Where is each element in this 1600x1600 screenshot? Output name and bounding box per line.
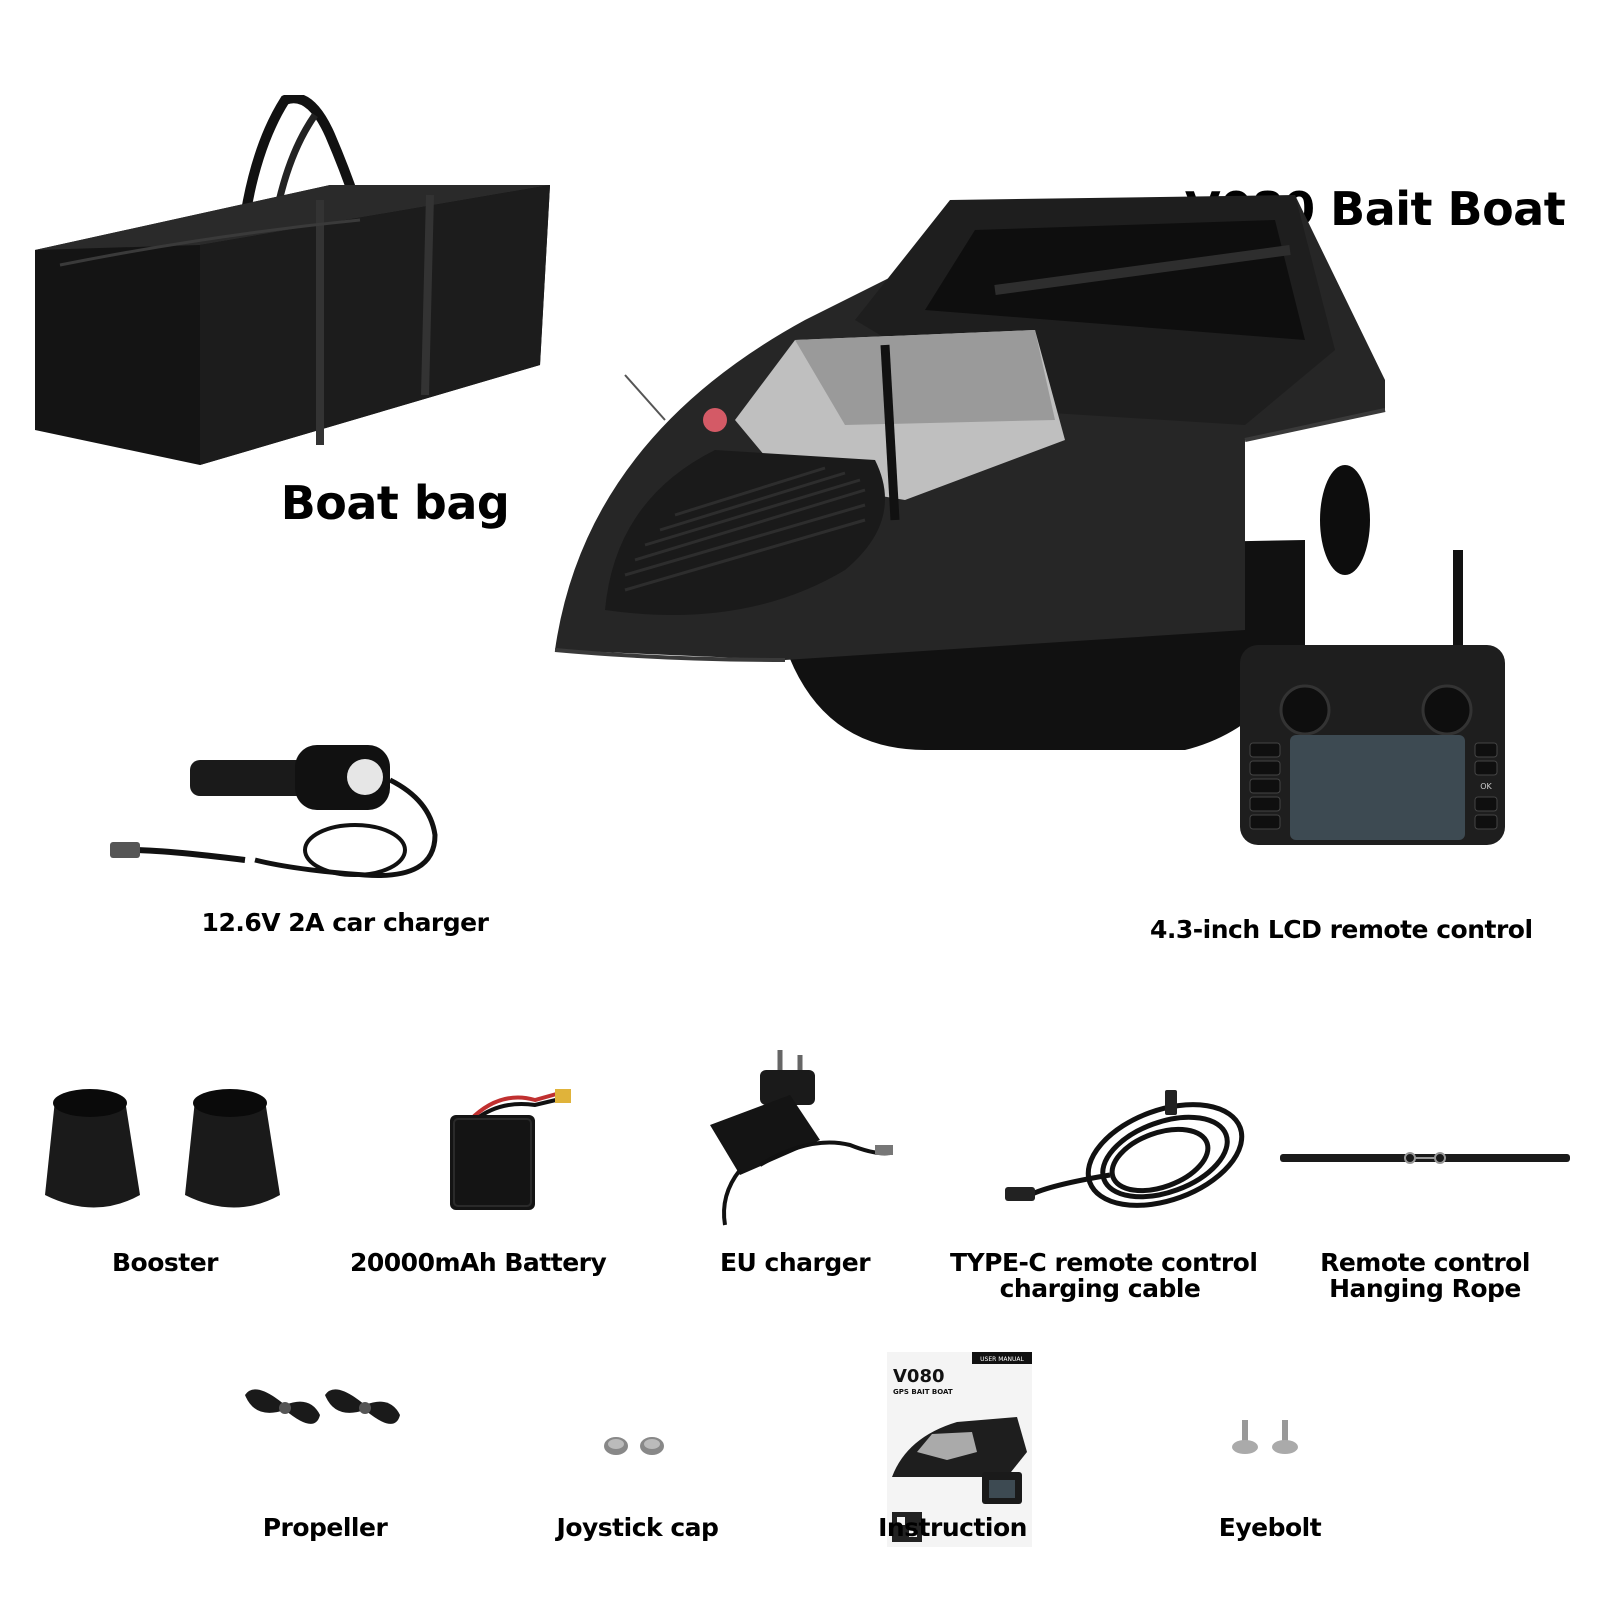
remote-control-image: OK xyxy=(1230,545,1530,855)
boat-bag-label: Boat bag xyxy=(280,476,510,530)
battery-image xyxy=(440,1085,580,1215)
remote-ok-text: OK xyxy=(1480,782,1492,791)
eu-charger-image xyxy=(700,1045,900,1230)
eu-charger-label: EU charger xyxy=(719,1248,871,1277)
type-c-cable-image xyxy=(1000,1085,1255,1225)
bait-boat-image xyxy=(545,190,1405,770)
instruction-label: Instruction xyxy=(878,1513,1027,1542)
hanging-rope-label-line1: Remote control xyxy=(1320,1248,1530,1277)
booster-label: Booster xyxy=(111,1248,219,1277)
booster-image xyxy=(40,1085,290,1230)
type-c-cable-label-line1: TYPE-C remote control xyxy=(950,1248,1258,1277)
propeller-image xyxy=(245,1375,405,1445)
joystick-cap-image xyxy=(600,1430,670,1460)
manual-model-text: V080 xyxy=(893,1366,945,1387)
manual-tag-text: USER MANUAL xyxy=(980,1356,1024,1363)
boat-bag-image xyxy=(30,95,570,495)
type-c-cable-label-line2: charging cable xyxy=(999,1274,1201,1303)
instruction-manual-image: USER MANUAL V080 GPS BAIT BOAT xyxy=(887,1352,1032,1547)
eyebolt-image xyxy=(1225,1415,1310,1460)
joystick-cap-label: Joystick cap xyxy=(556,1513,719,1542)
hanging-rope-label-line2: Hanging Rope xyxy=(1329,1274,1521,1303)
hanging-rope-image xyxy=(1275,1145,1575,1170)
car-charger-label: 12.6V 2A car charger xyxy=(201,908,489,937)
remote-control-label: 4.3-inch LCD remote control xyxy=(1150,915,1533,944)
eyebolt-label: Eyebolt xyxy=(1218,1513,1322,1542)
car-charger-image xyxy=(105,740,445,890)
manual-subtitle-text: GPS BAIT BOAT xyxy=(893,1388,953,1396)
battery-label: 20000mAh Battery xyxy=(350,1248,607,1277)
propeller-label: Propeller xyxy=(262,1513,388,1542)
